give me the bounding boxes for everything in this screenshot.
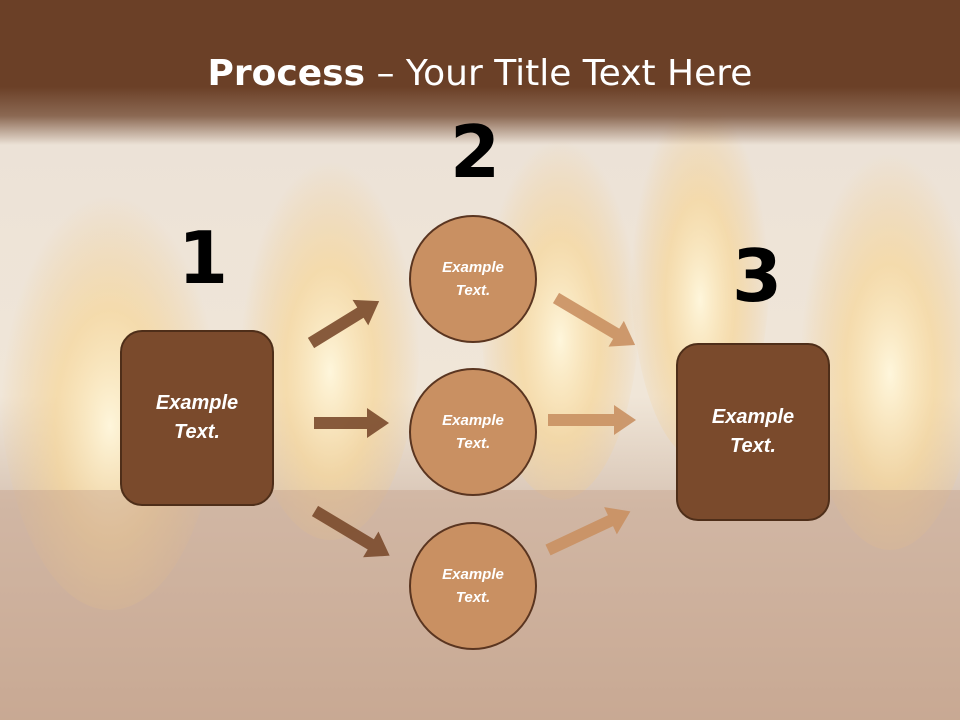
step2-circle-bottom: Example Text. — [409, 522, 537, 650]
step2-circle-middle: Example Text. — [409, 368, 537, 496]
title-bold: Process — [207, 53, 366, 94]
arrow-middle-to-step3 — [548, 405, 636, 435]
title-rest: – Your Title Text Here — [365, 53, 753, 94]
arrow-bottom-to-step3 — [545, 507, 631, 556]
page-title: Process – Your Title Text Here — [0, 52, 960, 96]
step-number-1: 1 — [178, 216, 229, 300]
step3-box: Example Text. — [676, 343, 830, 521]
arrow-step1-to-middle — [314, 408, 389, 438]
step2-circle-bottom-label: Example Text. — [442, 566, 504, 606]
step1-label: Example Text. — [155, 392, 239, 443]
step-number-3: 3 — [732, 234, 783, 318]
step2-circle-top-label: Example Text. — [442, 259, 504, 299]
step-number-2: 2 — [450, 110, 501, 194]
title-bar: Process – Your Title Text Here — [0, 0, 960, 145]
arrow-step1-to-top — [307, 299, 380, 349]
arrow-step1-to-bottom — [311, 505, 390, 558]
arrow-top-to-step3 — [552, 292, 636, 347]
step3-label: Example Text. — [711, 406, 795, 457]
step1-box: Example Text. — [120, 330, 274, 506]
step2-circle-middle-label: Example Text. — [442, 412, 504, 452]
step2-circle-top: Example Text. — [409, 215, 537, 343]
